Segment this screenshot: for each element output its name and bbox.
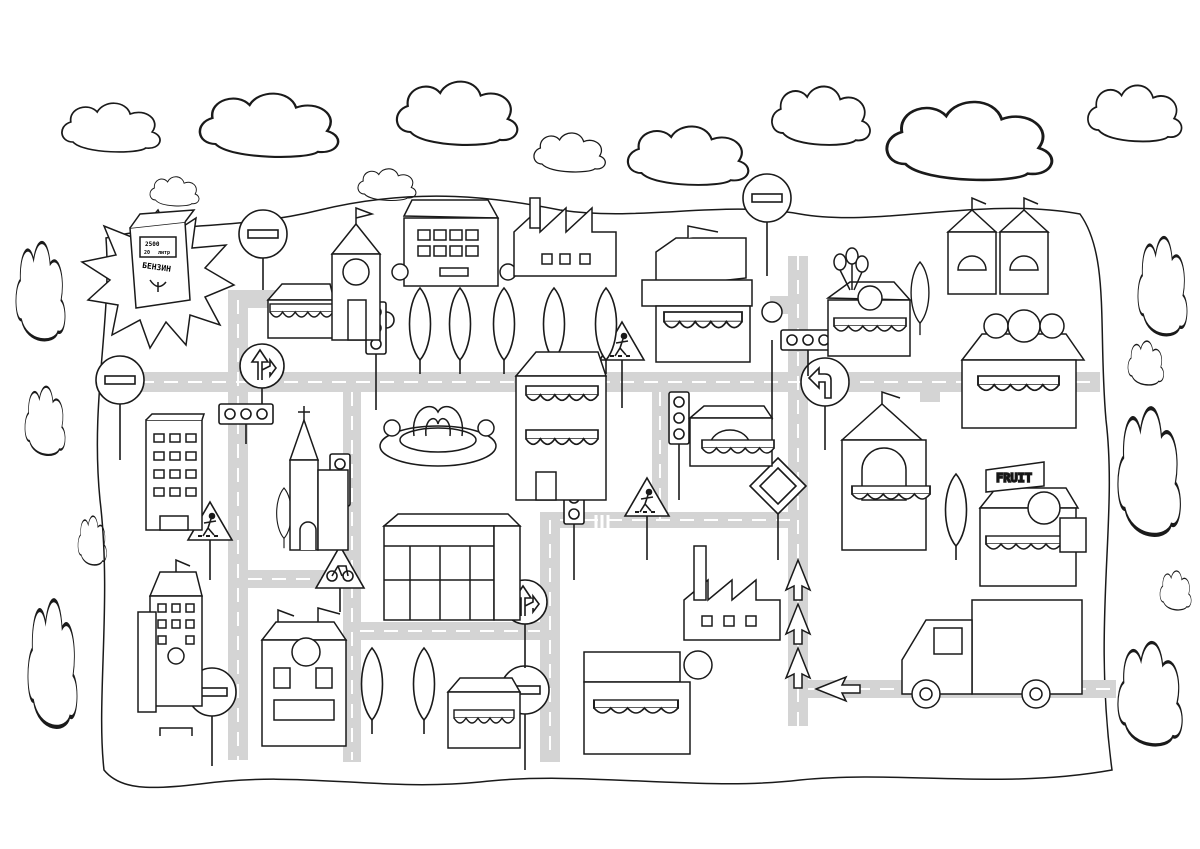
no-entry-sign-icon [238,209,288,259]
bicycle-sign-icon [314,544,366,589]
tree-icon [276,487,292,549]
department-store [514,351,608,501]
gas-station: 2500 20 литр БЕНЗИН [80,208,236,350]
tree-icon [412,647,436,735]
cloud-icon [198,92,340,159]
cloud-icon [885,100,1054,182]
cloud-icon [395,80,519,147]
cloud-icon [1087,84,1183,143]
gallery-building [840,390,931,551]
no-entry-sign-icon [742,173,792,223]
cafe [687,405,775,467]
cloud-icon [770,85,871,146]
crosswalks [210,515,610,640]
clock-tower [330,206,382,341]
high-rise-building [145,413,206,531]
traffic-signs [95,173,850,770]
church-icon [288,406,349,551]
balloon-shop [825,247,912,357]
town-house [260,607,348,747]
cloud-icon [1136,235,1189,337]
office-building [391,199,517,287]
shopping-center [583,650,713,755]
road-arrow-icon [784,557,861,703]
cloud-icon [61,102,161,153]
traffic-light-icon [668,391,690,445]
cloud-icon [1116,640,1184,747]
buildings: FRUIT [137,196,1087,755]
cloud-icon [28,600,77,727]
gas-price-left: 20 [144,250,150,256]
land-outline [96,195,1113,789]
gas-price-unit: литр [158,250,170,256]
traffic-light-icon [780,329,836,351]
tree-icon [408,287,432,375]
cloud-icon [626,125,750,187]
traffic-light-icon [218,403,274,425]
fuel-nozzle-icon [149,279,167,292]
twin-kiosks [946,196,1050,295]
fountain-icon [379,405,497,467]
delivery-truck-icon [901,599,1083,709]
cloud-icon [23,385,67,457]
tree-icon [944,473,968,561]
apartment-block [381,513,522,621]
corner-shop [266,283,335,339]
fruit-shop [978,461,1087,587]
factory-icon [513,197,617,277]
priority-road-sign-icon [748,456,808,516]
tree-icon [910,261,930,336]
cloud-icon [149,176,200,207]
gas-price-top: 2500 [145,241,160,248]
tree-icon [492,287,516,375]
pastry-shop [960,309,1086,429]
turn-left-sign-icon [800,357,850,407]
no-entry-sign-icon [95,355,145,405]
market-shop [641,225,783,363]
cloud-icon [1118,408,1180,535]
residential-tower [137,558,203,736]
cloud-icon [533,132,606,173]
factory-icon [683,545,781,641]
fruit-shop-sign: FRUIT [996,471,1032,485]
straight-or-right-sign-icon [239,343,285,389]
tree-icon [360,647,384,735]
cloud-icon [14,240,67,342]
grocery-kiosk [446,677,522,749]
cloud-icon [1159,570,1192,611]
tree-icon [448,287,472,375]
cloud-icon [357,168,417,201]
gas-station-name: БЕНЗИН [142,261,172,274]
balloon-icon [833,247,869,291]
cloud-icon [1127,340,1165,386]
